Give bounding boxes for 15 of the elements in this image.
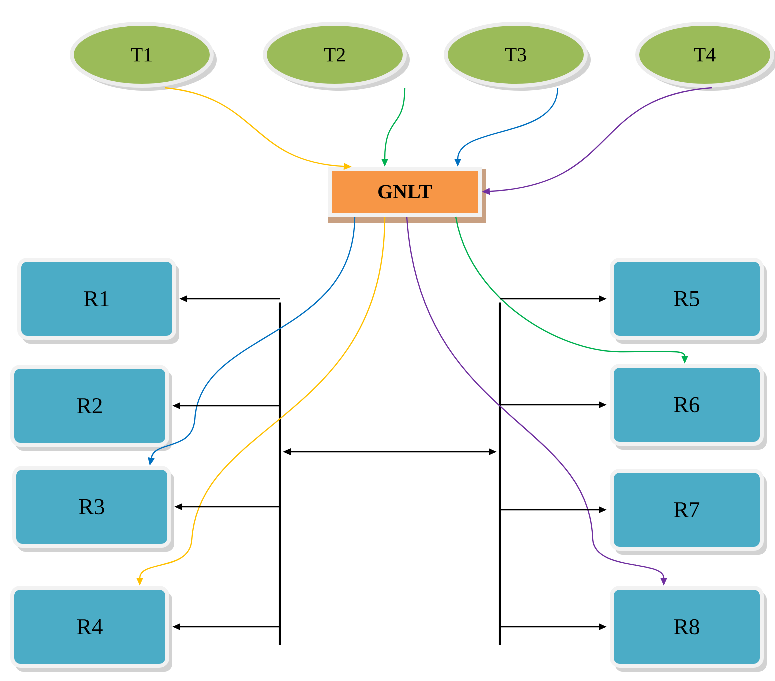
rounded-box: R1 [18, 258, 180, 344]
ellipse-node: T1 [70, 22, 217, 91]
rounded-box: R6 [610, 364, 767, 450]
rounded-box: R5 [610, 258, 767, 344]
rounded-box: R7 [610, 469, 767, 555]
process-box: GNLT [328, 167, 486, 223]
rounded-box: R3 [12, 466, 174, 552]
bus-line [278, 302, 282, 646]
rounded-box: R2 [10, 365, 172, 451]
ellipse-node: T3 [444, 22, 591, 91]
ellipse-node: T4 [636, 22, 775, 91]
ellipse-node: T2 [263, 22, 410, 91]
bus-line [498, 302, 502, 646]
rounded-box: R4 [10, 586, 172, 672]
rounded-box: R8 [610, 586, 767, 672]
